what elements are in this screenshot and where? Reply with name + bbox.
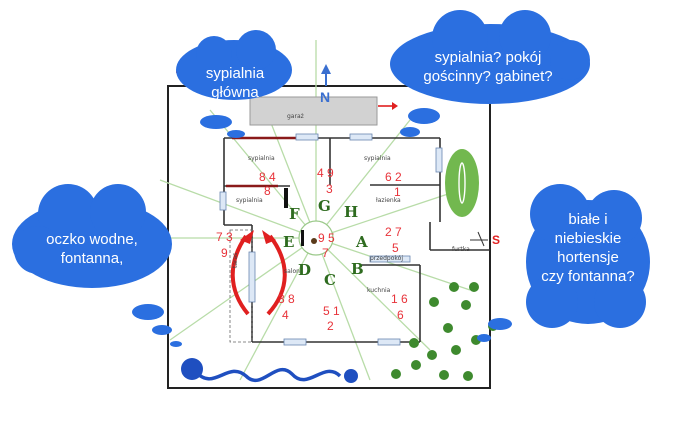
number-4: 4 — [282, 308, 289, 322]
bubble-hydrangeas-shape — [477, 184, 650, 342]
number-6: 6 — [397, 308, 404, 322]
number-27: 2 7 — [385, 225, 402, 239]
bubble-pond: oczko wodne, fontanna, — [46, 231, 138, 267]
bubble-master-bedroom-shape — [176, 30, 292, 138]
sector-b: B — [351, 260, 364, 278]
gate-arrow-icon — [470, 231, 488, 247]
lawn-oval-icon — [445, 149, 479, 217]
master-bedroom-accent — [226, 136, 300, 188]
number-7: 7 — [322, 246, 329, 260]
number-2: 2 — [327, 319, 334, 333]
sector-c: C — [324, 271, 336, 289]
room-living: salon — [284, 268, 300, 275]
compass-north-label: N — [320, 89, 331, 105]
sector-h: H — [344, 203, 359, 221]
sector-d: D — [298, 261, 312, 279]
stair-mark — [284, 188, 288, 208]
entrance-marker: S — [492, 233, 501, 247]
center-marker — [311, 238, 317, 244]
number-49: 4 9 — [317, 166, 334, 180]
number-84: 8 4 — [259, 170, 276, 184]
room-garage: garaż — [287, 113, 304, 120]
room-terrace: taras — [232, 252, 239, 268]
bubble-master-bedroom: sypialnia główna — [205, 65, 265, 101]
stream-icon — [181, 358, 358, 383]
number-8: 8 — [264, 184, 271, 198]
number-38: 3 8 — [278, 292, 295, 306]
number-95: 9 5 — [318, 231, 335, 245]
number-62: 6 2 — [385, 170, 402, 184]
room-bedroom-1: sypialnia — [248, 155, 275, 162]
shrub-icon — [391, 282, 498, 381]
bubble-bedroom-options-shape — [390, 10, 590, 137]
room-pantry: przedpokój — [370, 255, 404, 262]
garage — [249, 96, 378, 126]
room-bedroom-2: sypialnia — [364, 155, 391, 162]
number-51: 5 1 — [323, 304, 340, 318]
room-gate: furtka — [452, 246, 470, 253]
number-3: 3 — [326, 182, 333, 196]
bagua-rays — [150, 40, 471, 381]
bubble-pond-shape — [12, 184, 182, 347]
number-1: 1 — [394, 185, 401, 199]
pond-icon — [181, 358, 203, 380]
room-kitchen: kuchnia — [367, 287, 391, 294]
number-16: 1 6 — [391, 292, 408, 306]
sector-e: E — [283, 233, 295, 251]
room-bedroom-3: sypialnia — [236, 197, 263, 204]
number-9: 9 — [221, 246, 228, 260]
bubble-bedroom-options: sypialnia? pokój gościnny? gabinet? — [423, 49, 553, 85]
sector-f: F — [289, 205, 300, 223]
windows — [219, 133, 443, 346]
sector-g: G — [318, 197, 331, 215]
room-bathroom: łazienka — [376, 197, 401, 204]
bubble-hydrangeas: białe i niebieskie hortensje czy fontann… — [541, 211, 635, 285]
north-arrow-icon — [321, 64, 331, 86]
number-73: 7 3 — [216, 230, 233, 244]
stair-mark-2 — [301, 230, 304, 246]
sector-a: A — [356, 233, 368, 251]
red-double-arrow — [230, 230, 287, 316]
center-circle — [298, 220, 334, 256]
number-5: 5 — [392, 241, 399, 255]
